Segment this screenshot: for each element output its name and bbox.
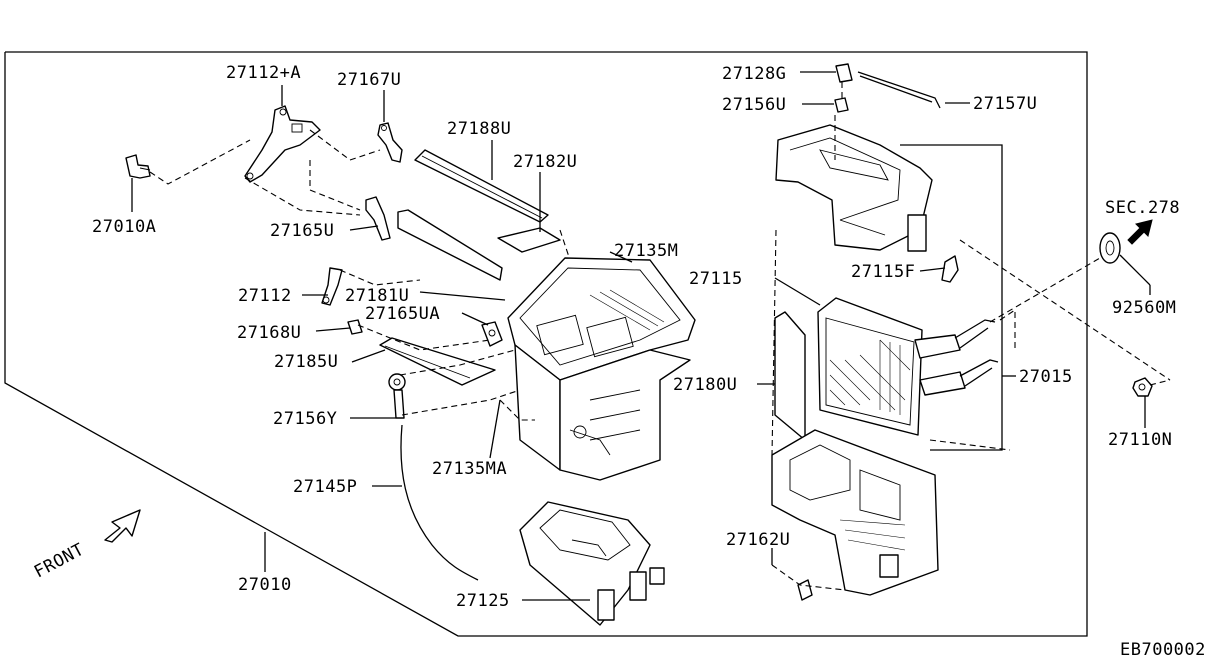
label-27128g: 27128G [722, 64, 786, 84]
lever-27156y [350, 373, 406, 419]
diagram-frame [4, 51, 1088, 637]
label-92560m: 92560M [1112, 298, 1176, 318]
door-27165ua-assembly [461, 312, 503, 347]
assembly-dashes-right [771, 115, 1171, 456]
door-27185u [351, 337, 496, 386]
bracket-27112a [244, 85, 321, 183]
heater-case-27135m [507, 251, 696, 481]
door-27181u [397, 209, 506, 301]
front-arrow-icon [104, 509, 141, 543]
label-27010a: 27010A [92, 217, 156, 237]
label-27115: 27115 [689, 269, 743, 289]
clip-27162u [771, 548, 846, 601]
figure-code: EB700002 [1120, 640, 1206, 660]
label-27145p: 27145P [293, 477, 357, 497]
label-27165ua: 27165UA [365, 304, 440, 324]
label-27182u: 27182U [513, 152, 577, 172]
label-27181u: 27181U [345, 286, 409, 306]
label-front: FRONT [31, 540, 88, 583]
sec-arrow-icon [1127, 219, 1153, 245]
label-27156u: 27156U [722, 95, 786, 115]
filter-27182u [497, 172, 561, 253]
label-sec278: SEC.278 [1105, 198, 1180, 218]
label-27185u: 27185U [274, 352, 338, 372]
label-27112a: 27112+A [226, 63, 301, 83]
leader-27135ma [489, 399, 535, 459]
label-27125: 27125 [456, 591, 510, 611]
case-27125 [519, 501, 665, 626]
label-27188u: 27188U [447, 119, 511, 139]
label-27115f: 27115F [851, 262, 915, 282]
label-27112: 27112 [238, 286, 292, 306]
label-27157u: 27157U [973, 94, 1037, 114]
pivot-27168u [315, 319, 363, 335]
door-27188u [414, 140, 549, 223]
seal-27180u [757, 311, 806, 441]
label-27015: 27015 [1019, 367, 1073, 387]
label-27167u: 27167U [337, 70, 401, 90]
evaporator-case-upper [775, 124, 933, 252]
sensor-27128g [800, 63, 853, 83]
link-27165u [349, 196, 391, 241]
label-27156y: 27156Y [273, 409, 337, 429]
label-27165u: 27165U [270, 221, 334, 241]
cable-27145p [372, 424, 479, 581]
tube-27157u [857, 71, 970, 109]
label-27135ma: 27135MA [432, 459, 507, 479]
clip-27156u [802, 82, 849, 113]
assembly-dashes-left [244, 129, 571, 416]
label-27135m: 27135M [614, 241, 678, 261]
screw-27010a [125, 139, 251, 212]
link-27167u [377, 90, 403, 163]
label-27180u: 27180U [673, 375, 737, 395]
grommet-92560m [989, 232, 1151, 323]
clip-27115f [919, 255, 959, 283]
label-27010: 27010 [238, 575, 292, 595]
evaporator-case-lower [771, 429, 939, 596]
label-27162u: 27162U [726, 530, 790, 550]
evaporator-core-27115 [774, 277, 966, 436]
nut-27110n [1132, 377, 1171, 428]
label-27110n: 27110N [1108, 430, 1172, 450]
link-27112 [302, 267, 343, 306]
label-27168u: 27168U [237, 323, 301, 343]
